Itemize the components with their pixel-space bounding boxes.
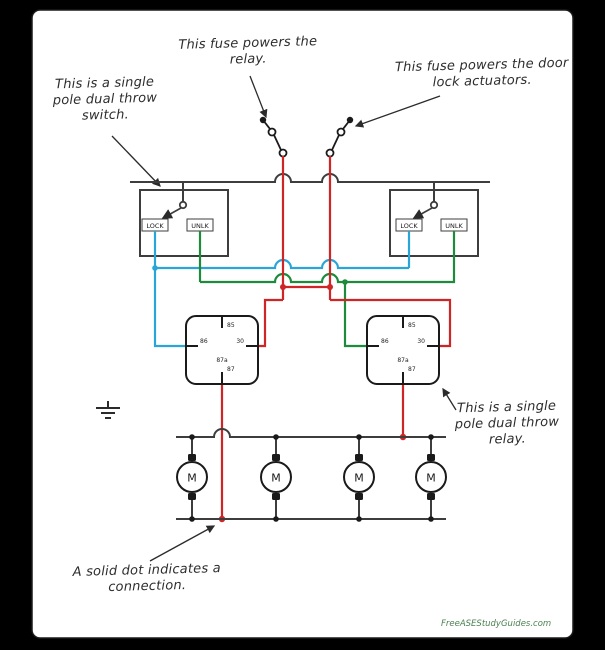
arrow-dot-note — [149, 525, 216, 562]
green-junction-dot — [342, 279, 348, 285]
motor-icon — [260, 461, 292, 493]
switch-blade — [412, 207, 433, 219]
unlock-signal-wires — [198, 231, 456, 348]
right-relay: 85 86 30 87a 87 — [366, 315, 440, 385]
switch-common-contact — [429, 200, 439, 210]
green-wire-relay-feed — [343, 282, 367, 348]
relay-pin-87: 87 — [227, 366, 235, 373]
switch-unlock-label: UNLK — [191, 222, 209, 230]
fuse-terminal — [325, 148, 335, 158]
switch-feed-bus — [130, 173, 490, 183]
red-junction-dot — [327, 284, 333, 290]
motor-top-bus — [176, 428, 446, 438]
motor-label: M — [354, 472, 364, 485]
arrow-fuse-actuators — [354, 95, 441, 128]
relay-pin-30: 30 — [236, 338, 244, 345]
switch-unlock-label: UNLK — [445, 222, 463, 230]
relay-pin-87: 87 — [408, 366, 416, 373]
lock-signal-wires — [152, 231, 411, 348]
blue-wire-bus — [155, 258, 409, 270]
green-wire-bus — [200, 272, 345, 284]
relay-pin-30: 30 — [417, 338, 425, 345]
motor-label: M — [426, 472, 436, 485]
left-relay: 85 86 30 87a 87 — [185, 315, 259, 385]
fuse-terminal — [267, 127, 277, 137]
relay-pin-86: 86 — [381, 338, 389, 345]
switch-lock-label: LOCK — [400, 222, 418, 230]
arrow-fuse-relay — [249, 75, 268, 119]
note-switch: This is a single pole dual throw switch. — [52, 74, 158, 124]
red-junction-dot — [280, 284, 286, 290]
relay-pin-87a: 87a — [397, 357, 409, 364]
blue-junction-dot — [152, 265, 158, 271]
left-door-switch: LOCK UNLK — [139, 182, 229, 257]
arrow-relay-note — [442, 387, 457, 411]
fuse-terminal — [278, 148, 288, 158]
watermark: FreeASEStudyGuides.com — [441, 619, 552, 629]
fuse-terminal — [336, 127, 346, 137]
red-wire-to-left-relay — [258, 298, 283, 348]
ground-icon — [96, 401, 120, 419]
relay-pin-85: 85 — [408, 322, 416, 329]
relay-pin-85: 85 — [227, 322, 235, 329]
motor-icon — [415, 461, 447, 493]
power-wires — [218, 156, 452, 523]
relay-pin-86: 86 — [200, 338, 208, 345]
motor-label: M — [187, 472, 197, 485]
note-fuse-actuators: This fuse powers the door lock actuators… — [394, 55, 569, 91]
actuator-motor-bank: M M M M — [176, 428, 447, 522]
annotation-arrows — [111, 75, 457, 562]
arrow-switch-note — [111, 135, 161, 187]
red-wire-to-right-relay — [330, 298, 452, 348]
note-solid-dot: A solid dot indicates a connection. — [72, 561, 222, 595]
bus-junction-dots — [189, 434, 434, 522]
motor-icon — [176, 461, 208, 493]
switch-lock-label: LOCK — [146, 222, 164, 230]
relay-pin-87a: 87a — [216, 357, 228, 364]
motor-label: M — [271, 472, 281, 485]
switch-common-contact — [178, 200, 188, 210]
note-fuse-relay: This fuse powers the relay. — [178, 34, 318, 68]
switch-blade — [161, 207, 182, 219]
note-relay: This is a single pole dual throw relay. — [454, 398, 560, 448]
green-wire-right — [345, 231, 456, 284]
motor-icon — [343, 461, 375, 493]
